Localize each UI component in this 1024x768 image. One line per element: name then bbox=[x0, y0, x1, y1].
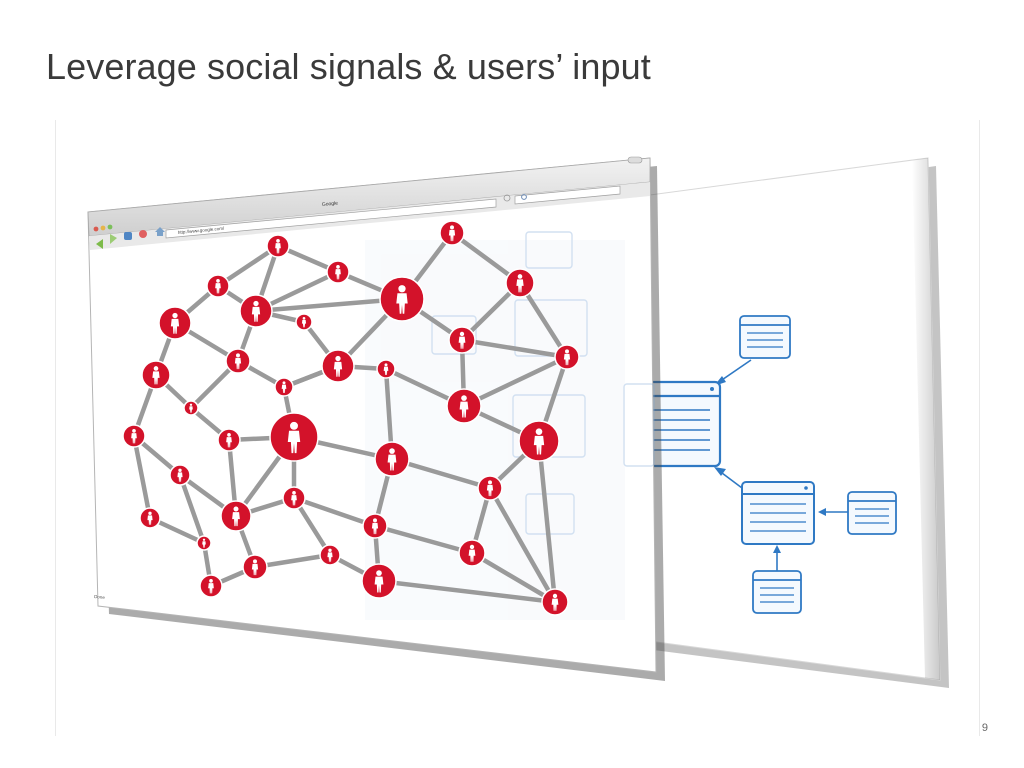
link-arrow bbox=[773, 545, 781, 571]
person-node bbox=[269, 412, 319, 462]
person-node bbox=[321, 349, 355, 383]
person-node bbox=[541, 588, 569, 616]
person-node bbox=[448, 326, 476, 354]
network-edge bbox=[177, 472, 207, 546]
illustration-frame bbox=[55, 120, 980, 736]
network-edge bbox=[253, 296, 405, 314]
window-title: Google bbox=[322, 200, 339, 208]
person-node bbox=[505, 268, 535, 298]
person-node bbox=[477, 475, 503, 501]
network-edge bbox=[459, 337, 570, 360]
person-node bbox=[319, 544, 341, 566]
page-number: 9 bbox=[981, 722, 988, 734]
person-node bbox=[139, 507, 161, 529]
network-edge bbox=[469, 550, 558, 605]
search-icon[interactable] bbox=[521, 194, 527, 200]
person-node bbox=[122, 424, 146, 448]
zoom-icon[interactable] bbox=[107, 224, 113, 230]
person-node bbox=[439, 220, 465, 246]
link-arrow bbox=[714, 467, 743, 489]
network-edge bbox=[376, 578, 558, 605]
document-window-icon bbox=[638, 380, 722, 468]
browser-window: http://www.google.com/ Google Done bbox=[87, 156, 665, 681]
person-node bbox=[206, 274, 230, 298]
person-node bbox=[295, 313, 313, 331]
network-nodes bbox=[122, 220, 580, 616]
address-text: http://www.google.com/ bbox=[178, 226, 226, 235]
person-node bbox=[518, 420, 560, 462]
person-node bbox=[196, 535, 212, 551]
forward-arrow-icon[interactable] bbox=[110, 234, 117, 244]
person-node bbox=[141, 360, 171, 390]
social-network bbox=[122, 220, 580, 616]
person-node bbox=[554, 344, 580, 370]
network-edge bbox=[461, 354, 570, 409]
person-node bbox=[242, 554, 268, 580]
document-window-icon bbox=[741, 481, 815, 545]
status-text: Done bbox=[94, 594, 106, 600]
rss-icon[interactable] bbox=[503, 194, 511, 202]
reload-icon[interactable] bbox=[124, 232, 132, 240]
person-node bbox=[374, 441, 410, 477]
document-graph bbox=[638, 315, 897, 614]
network-edge bbox=[372, 523, 475, 556]
minimize-icon[interactable] bbox=[100, 225, 106, 231]
back-arrow-icon[interactable] bbox=[96, 239, 103, 249]
network-edge bbox=[536, 438, 558, 605]
network-edge bbox=[215, 243, 281, 289]
person-node bbox=[239, 294, 273, 328]
document-window-icon bbox=[739, 315, 791, 359]
person-node bbox=[183, 400, 199, 416]
close-icon[interactable] bbox=[93, 226, 99, 232]
person-node bbox=[217, 428, 241, 452]
person-node bbox=[446, 388, 482, 424]
person-node bbox=[225, 348, 251, 374]
person-node bbox=[282, 486, 306, 510]
person-node bbox=[361, 563, 397, 599]
network-edge bbox=[487, 485, 558, 605]
person-node bbox=[458, 539, 486, 567]
person-node bbox=[379, 276, 425, 322]
person-node bbox=[274, 377, 294, 397]
person-node bbox=[266, 234, 290, 258]
document-window-icon bbox=[752, 570, 802, 614]
person-node bbox=[326, 260, 350, 284]
person-node bbox=[199, 574, 223, 598]
person-node bbox=[376, 359, 396, 379]
slide-title: Leverage social signals & users’ input bbox=[46, 46, 651, 87]
person-node bbox=[169, 464, 191, 486]
document-window-icon bbox=[847, 491, 897, 535]
search-input[interactable] bbox=[514, 185, 621, 205]
person-node bbox=[220, 500, 252, 532]
address-bar[interactable] bbox=[165, 198, 497, 239]
network-edge bbox=[131, 433, 153, 521]
document-graph-panel bbox=[611, 157, 949, 688]
person-node bbox=[158, 306, 192, 340]
network-edge bbox=[291, 495, 378, 529]
person-node bbox=[362, 513, 388, 539]
link-arrow bbox=[818, 508, 848, 516]
home-icon[interactable] bbox=[155, 227, 165, 236]
stop-icon[interactable] bbox=[139, 230, 147, 238]
